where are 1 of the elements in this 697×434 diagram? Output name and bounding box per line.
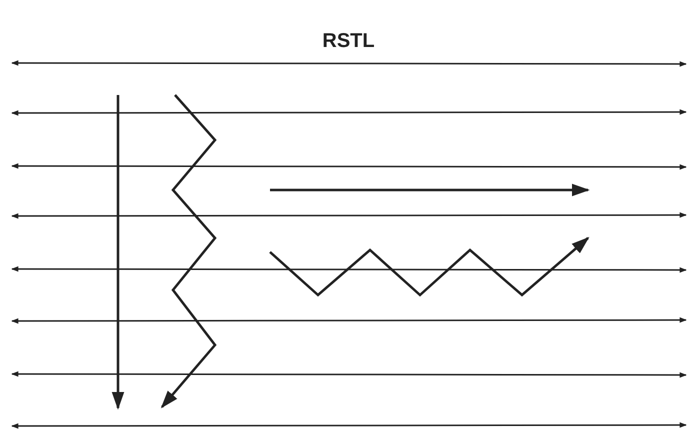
diagram-title: RSTL xyxy=(322,30,375,53)
